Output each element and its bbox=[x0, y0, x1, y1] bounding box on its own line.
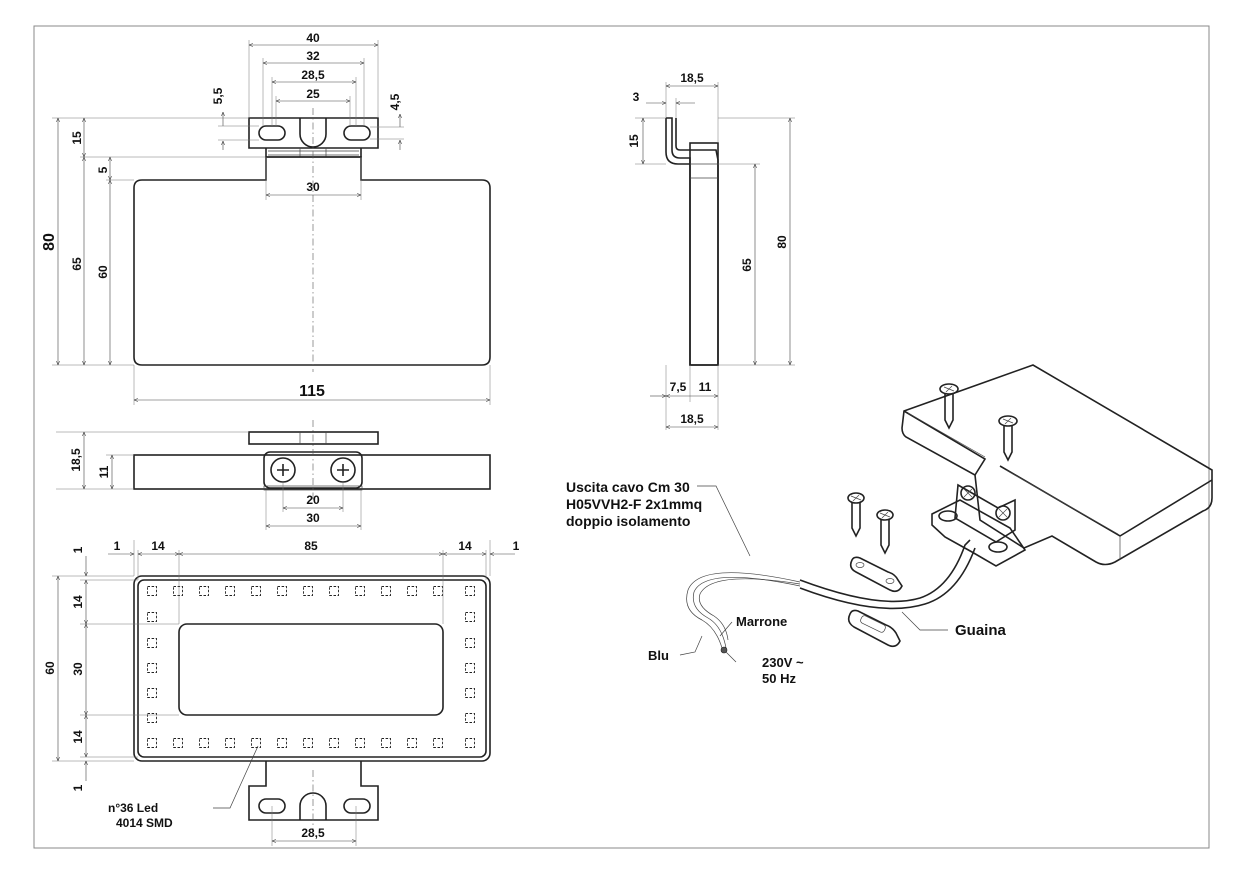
dim-slot-centers: 28,5 bbox=[301, 68, 325, 82]
cable-label-line2: H05VVH2-F 2x1mmq bbox=[566, 496, 702, 512]
led-marker bbox=[147, 738, 157, 748]
cable-clamp-icon bbox=[847, 609, 901, 648]
side-view: 18,5 3 15 65 80 7,5 11 18,5 bbox=[627, 71, 795, 430]
led-dim-margin-bottom: 1 bbox=[71, 784, 85, 791]
wire-brown-label: Marrone bbox=[736, 614, 787, 629]
led-marker bbox=[277, 586, 287, 596]
top-view: 18,5 11 20 30 bbox=[56, 420, 491, 530]
led-note-line2: 4014 SMD bbox=[116, 816, 173, 830]
led-dim-col-left: 14 bbox=[151, 539, 165, 553]
voltage-label: 230V ~ bbox=[762, 655, 804, 670]
led-marker bbox=[251, 738, 261, 748]
led-marker bbox=[381, 586, 391, 596]
led-marker bbox=[381, 738, 391, 748]
screw-icon bbox=[847, 492, 865, 538]
frequency-label: 50 Hz bbox=[762, 671, 796, 686]
led-marker bbox=[465, 738, 475, 748]
dim-slot-height-left: 5,5 bbox=[211, 87, 225, 104]
side-dim-thickness: 3 bbox=[633, 90, 640, 104]
cable-label-line1: Uscita cavo Cm 30 bbox=[566, 479, 690, 495]
cable-clamp-icon bbox=[849, 556, 903, 593]
led-dim-center-height: 30 bbox=[71, 662, 85, 676]
led-marker bbox=[147, 586, 157, 596]
led-marker bbox=[147, 612, 157, 622]
screw-icon bbox=[876, 509, 894, 555]
dim-body-width: 115 bbox=[299, 383, 325, 400]
led-marker bbox=[465, 688, 475, 698]
side-dim-body-thickness: 11 bbox=[699, 380, 712, 394]
led-marker bbox=[329, 738, 339, 748]
led-marker bbox=[199, 738, 209, 748]
side-dim-offset: 7,5 bbox=[670, 380, 687, 394]
led-dim-margin-top: 1 bbox=[71, 546, 85, 553]
side-dim-bottom-width: 18,5 bbox=[680, 412, 704, 426]
side-dim-body-height: 65 bbox=[740, 258, 754, 272]
led-marker bbox=[199, 586, 209, 596]
led-marker bbox=[465, 663, 475, 673]
top-dim-clamp-width: 30 bbox=[306, 511, 320, 525]
top-dim-screw-spacing: 20 bbox=[306, 493, 320, 507]
led-dim-margin-left: 1 bbox=[114, 539, 121, 553]
led-marker bbox=[465, 586, 475, 596]
dim-slot-inner: 25 bbox=[306, 87, 320, 101]
dim-neck-width: 30 bbox=[306, 180, 320, 194]
isometric-view: Uscita cavo Cm 30 H05VVH2-F 2x1mmq doppi… bbox=[566, 364, 1213, 686]
led-marker bbox=[251, 586, 261, 596]
led-dim-col-right: 14 bbox=[458, 539, 472, 553]
led-grid bbox=[147, 586, 475, 748]
sheath-label: Guaina bbox=[955, 622, 1007, 639]
led-marker bbox=[465, 638, 475, 648]
side-dim-top-width: 18,5 bbox=[680, 71, 704, 85]
dim-tab-height: 15 bbox=[70, 131, 84, 145]
led-dim-height: 60 bbox=[43, 661, 57, 675]
side-dim-total-height: 80 bbox=[775, 235, 789, 249]
drawing-frame bbox=[33, 25, 1210, 849]
led-marker bbox=[147, 663, 157, 673]
led-marker bbox=[355, 738, 365, 748]
dim-inner-height: 60 bbox=[96, 265, 110, 279]
dim-slot-outer: 32 bbox=[306, 49, 320, 63]
top-dim-body-thickness: 11 bbox=[97, 465, 111, 478]
led-note-line1: n°36 Led bbox=[108, 801, 158, 815]
led-marker bbox=[225, 738, 235, 748]
led-marker bbox=[329, 586, 339, 596]
led-marker bbox=[303, 738, 313, 748]
led-marker bbox=[407, 586, 417, 596]
led-marker bbox=[225, 586, 235, 596]
top-dim-total-thickness: 18,5 bbox=[69, 448, 83, 472]
wire-blue-label: Blu bbox=[648, 648, 669, 663]
dim-total-height: 80 bbox=[41, 233, 58, 251]
front-view: 40 32 28,5 25 5,5 4,5 80 15 6 bbox=[41, 31, 491, 405]
led-dim-margin-right: 1 bbox=[513, 539, 520, 553]
dim-neck-height: 5 bbox=[96, 166, 110, 173]
led-marker bbox=[303, 586, 313, 596]
led-marker bbox=[173, 586, 183, 596]
led-marker bbox=[147, 638, 157, 648]
led-view: 1 14 85 14 1 60 1 14 30 14 1 28,5 n°36 L… bbox=[43, 539, 520, 846]
led-marker bbox=[465, 713, 475, 723]
dim-slot-height-right: 4,5 bbox=[388, 93, 402, 110]
led-dim-bracket-slots: 28,5 bbox=[301, 826, 325, 840]
led-marker bbox=[433, 586, 443, 596]
led-dim-row-bottom: 14 bbox=[71, 730, 85, 744]
screw-icon bbox=[998, 415, 1018, 462]
led-marker bbox=[407, 738, 417, 748]
cable-label-line3: doppio isolamento bbox=[566, 513, 690, 529]
side-dim-tab-height: 15 bbox=[627, 134, 641, 148]
led-marker bbox=[147, 688, 157, 698]
dim-body-height: 65 bbox=[70, 257, 84, 271]
led-marker bbox=[355, 586, 365, 596]
screw-icon bbox=[939, 383, 959, 430]
dim-bracket-width: 40 bbox=[306, 31, 320, 45]
led-marker bbox=[433, 738, 443, 748]
led-marker bbox=[147, 713, 157, 723]
led-marker bbox=[465, 612, 475, 622]
led-dim-row-top: 14 bbox=[71, 595, 85, 609]
led-marker bbox=[277, 738, 287, 748]
led-dim-center-width: 85 bbox=[304, 539, 318, 553]
led-marker bbox=[173, 738, 183, 748]
